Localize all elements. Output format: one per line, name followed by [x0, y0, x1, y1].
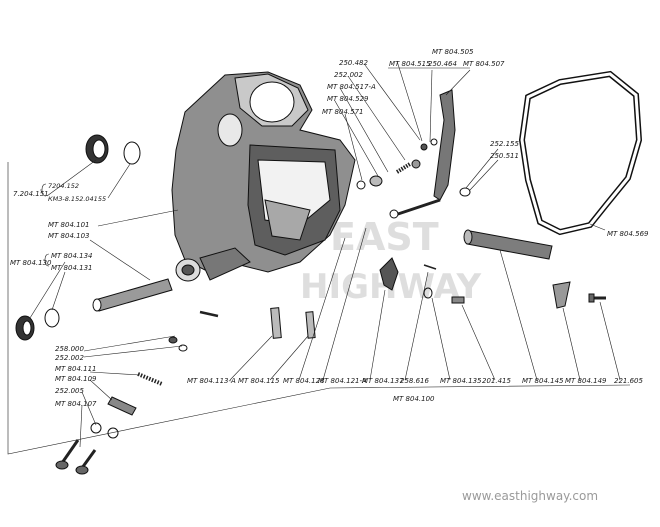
label-mt804529: МТ 804.529 — [327, 95, 369, 103]
locating-pin — [199, 310, 219, 318]
label-mt804145: МТ 804.145 — [522, 377, 564, 385]
nut-right — [459, 187, 471, 197]
label-mt804569: МТ 804.569 — [607, 230, 649, 238]
bolt-left-2 — [75, 449, 97, 475]
label-mt804111: МТ 804.111 — [55, 365, 97, 373]
label-mt804130: МТ 804.130 — [10, 259, 52, 267]
label-mt804571: МТ 804.571 — [322, 108, 364, 116]
dowel-pin-1 — [270, 307, 282, 339]
label-250464: 250.464 — [428, 60, 457, 68]
shaft-tube — [92, 278, 173, 312]
o-ring-small — [123, 141, 141, 165]
washer-small-4 — [107, 427, 119, 439]
pin-sleeve — [107, 396, 137, 416]
label-252002-left: 252.002 — [55, 354, 84, 362]
crankcase-housing — [171, 71, 356, 282]
label-7204152: 7204.152 — [48, 182, 79, 190]
label-221605: 221.605 — [614, 377, 643, 385]
bracket-right — [552, 281, 571, 309]
dowel-pin-2 — [305, 311, 316, 339]
label-mt804135: МТ 804.135 — [440, 377, 482, 385]
label-mt804137: МТ 804.137 — [362, 377, 404, 385]
kickstart-shaft — [463, 229, 553, 260]
washer-small-1 — [168, 336, 178, 344]
side-cover-gasket — [518, 70, 643, 236]
label-258000: 258.000 — [55, 345, 84, 353]
part-labels: 7.204.151 7204.152 КМЗ-8.152.04155 МТ 80… — [10, 48, 649, 408]
spring-part — [137, 372, 163, 386]
screw-right — [588, 293, 606, 303]
site-url: www.easthighway.com — [462, 489, 598, 503]
label-252002-top: 252.002 — [334, 71, 363, 79]
label-mt804100: МТ 804.100 — [393, 395, 435, 403]
label-mt804507: МТ 804.507 — [463, 60, 505, 68]
label-braces — [40, 183, 50, 267]
watermark-line1: EAST — [330, 215, 439, 259]
washer-top-2 — [369, 175, 383, 187]
label-252155: 252.155 — [490, 140, 519, 148]
label-252005: 252.005 — [55, 387, 84, 395]
cam-part — [379, 257, 399, 291]
bolt-top-small — [420, 138, 438, 151]
small-bolt-center — [451, 296, 465, 304]
label-258616: 258.616 — [400, 377, 429, 385]
washer-top-1 — [356, 180, 366, 190]
label-km3-8152: КМЗ-8.152.04155 — [48, 195, 106, 203]
label-250511: 250.511 — [490, 152, 519, 160]
label-7204151: 7.204.151 — [13, 190, 49, 198]
bushing-seal — [15, 315, 35, 341]
oil-seal-large — [85, 134, 109, 164]
spring-screw — [395, 159, 421, 174]
label-mt804107: МТ 804.107 — [55, 400, 97, 408]
label-250482: 250.482 — [339, 59, 368, 67]
washer-small-2 — [178, 344, 188, 352]
washer-small-3 — [90, 422, 102, 434]
label-mt804113a: МТ 804.113-А — [187, 377, 236, 385]
label-mt804109: МТ 804.109 — [55, 375, 97, 383]
clip-ring — [423, 287, 433, 299]
leader-lines — [7, 60, 631, 455]
label-mt804103: МТ 804.103 — [48, 232, 90, 240]
pin-center — [423, 264, 437, 270]
o-ring-mid — [44, 308, 60, 328]
label-mt804121a: МТ 804.121-А — [318, 377, 367, 385]
gear-lever — [433, 89, 456, 201]
label-201415: 201.415 — [482, 377, 511, 385]
label-mt804128: МТ 804.128 — [283, 377, 325, 385]
label-mt804515: МТ 804.515 — [389, 60, 431, 68]
label-mt804131: МТ 804.131 — [51, 264, 93, 272]
label-mt804517a: МТ 804.517-А — [327, 83, 376, 91]
label-mt804149: МТ 804.149 — [565, 377, 607, 385]
bolt-left-1 — [55, 439, 80, 470]
label-mt804505: МТ 804.505 — [432, 48, 474, 56]
label-mt804115: МТ 804.115 — [238, 377, 280, 385]
label-mt804101: МТ 804.101 — [48, 221, 90, 229]
shift-rod — [389, 198, 441, 219]
label-mt804134: МТ 804.134 — [51, 252, 93, 260]
